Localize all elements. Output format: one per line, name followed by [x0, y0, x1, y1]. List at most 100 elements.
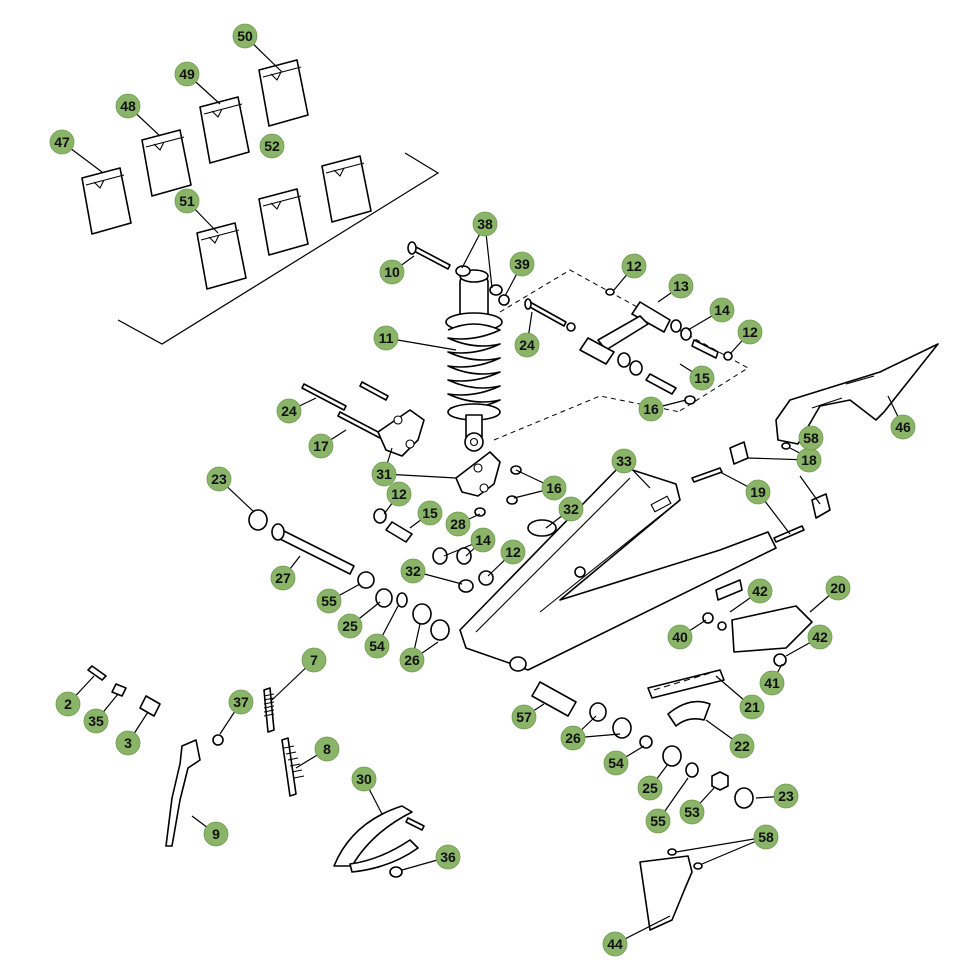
callout-41[interactable]: 41 — [759, 670, 785, 696]
callout-badge-circle[interactable] — [55, 691, 81, 717]
callout-badge-circle[interactable] — [558, 496, 584, 522]
callout-badge-circle[interactable] — [400, 558, 426, 584]
callout-12[interactable]: 12 — [500, 539, 526, 565]
callout-49[interactable]: 49 — [174, 61, 200, 87]
callout-badge-circle[interactable] — [753, 824, 779, 850]
callout-11[interactable]: 11 — [373, 325, 399, 351]
callout-44[interactable]: 44 — [602, 931, 628, 957]
callout-badge-circle[interactable] — [890, 414, 916, 440]
callout-16[interactable]: 16 — [541, 475, 567, 501]
callout-58[interactable]: 58 — [798, 425, 824, 451]
callout-23[interactable]: 23 — [206, 466, 232, 492]
callout-badge-circle[interactable] — [514, 332, 540, 358]
callout-10[interactable]: 10 — [379, 259, 405, 285]
callout-badge-circle[interactable] — [679, 799, 705, 825]
callout-28[interactable]: 28 — [445, 511, 471, 537]
callout-32[interactable]: 32 — [558, 496, 584, 522]
callout-21[interactable]: 21 — [739, 694, 765, 720]
callout-53[interactable]: 53 — [679, 799, 705, 825]
callout-badge-circle[interactable] — [445, 511, 471, 537]
callout-57[interactable]: 57 — [511, 704, 537, 730]
callout-35[interactable]: 35 — [83, 708, 109, 734]
callout-badge-circle[interactable] — [667, 624, 693, 650]
callout-badge-circle[interactable] — [386, 481, 412, 507]
callout-27[interactable]: 27 — [270, 565, 296, 591]
callout-30[interactable]: 30 — [351, 766, 377, 792]
callout-9[interactable]: 9 — [203, 821, 229, 847]
callout-badge-circle[interactable] — [645, 808, 671, 834]
callout-16[interactable]: 16 — [638, 396, 664, 422]
callout-47[interactable]: 47 — [49, 129, 75, 155]
callout-badge-circle[interactable] — [379, 259, 405, 285]
callout-37[interactable]: 37 — [228, 689, 254, 715]
callout-13[interactable]: 13 — [668, 273, 694, 299]
callout-58[interactable]: 58 — [753, 824, 779, 850]
callout-badge-circle[interactable] — [115, 730, 141, 756]
callout-badge-circle[interactable] — [316, 588, 342, 614]
callout-25[interactable]: 25 — [637, 775, 663, 801]
callout-badge-circle[interactable] — [49, 129, 75, 155]
callout-54[interactable]: 54 — [364, 633, 390, 659]
callout-52[interactable]: 52 — [259, 133, 285, 159]
callout-badge-circle[interactable] — [602, 931, 628, 957]
callout-7[interactable]: 7 — [301, 647, 327, 673]
callout-8[interactable]: 8 — [314, 736, 340, 762]
callout-26[interactable]: 26 — [560, 725, 586, 751]
callout-badge-circle[interactable] — [621, 253, 647, 279]
callout-badge-circle[interactable] — [206, 466, 232, 492]
callout-42[interactable]: 42 — [747, 578, 773, 604]
callout-badge-circle[interactable] — [511, 704, 537, 730]
callout-15[interactable]: 15 — [689, 365, 715, 391]
callout-badge-circle[interactable] — [709, 297, 735, 323]
callout-badge-circle[interactable] — [500, 539, 526, 565]
callout-badge-circle[interactable] — [270, 565, 296, 591]
callout-badge-circle[interactable] — [747, 578, 773, 604]
callout-badge-circle[interactable] — [314, 736, 340, 762]
callout-badge-circle[interactable] — [739, 694, 765, 720]
callout-14[interactable]: 14 — [470, 527, 496, 553]
callout-badge-circle[interactable] — [745, 479, 771, 505]
callout-badge-circle[interactable] — [737, 319, 763, 345]
callout-36[interactable]: 36 — [435, 844, 461, 870]
callout-20[interactable]: 20 — [825, 575, 851, 601]
callout-badge-circle[interactable] — [364, 633, 390, 659]
callout-badge-circle[interactable] — [637, 775, 663, 801]
callout-badge-circle[interactable] — [603, 750, 629, 776]
callout-38[interactable]: 38 — [472, 211, 498, 237]
callout-18[interactable]: 18 — [796, 447, 822, 473]
callout-17[interactable]: 17 — [308, 433, 334, 459]
callout-badge-circle[interactable] — [276, 398, 302, 424]
callout-badge-circle[interactable] — [373, 325, 399, 351]
callout-badge-circle[interactable] — [807, 624, 833, 650]
callout-badge-circle[interactable] — [417, 500, 443, 526]
callout-33[interactable]: 33 — [611, 448, 637, 474]
callout-badge-circle[interactable] — [611, 448, 637, 474]
callout-badge-circle[interactable] — [115, 93, 141, 119]
callout-55[interactable]: 55 — [645, 808, 671, 834]
callout-badge-circle[interactable] — [729, 733, 755, 759]
callout-24[interactable]: 24 — [514, 332, 540, 358]
callout-badge-circle[interactable] — [825, 575, 851, 601]
callout-14[interactable]: 14 — [709, 297, 735, 323]
callout-badge-circle[interactable] — [759, 670, 785, 696]
callout-19[interactable]: 19 — [745, 479, 771, 505]
callout-badge-circle[interactable] — [301, 647, 327, 673]
callout-badge-circle[interactable] — [308, 433, 334, 459]
callout-badge-circle[interactable] — [232, 23, 258, 49]
callout-badge-circle[interactable] — [798, 425, 824, 451]
callout-badge-circle[interactable] — [203, 821, 229, 847]
callout-12[interactable]: 12 — [386, 481, 412, 507]
callout-46[interactable]: 46 — [890, 414, 916, 440]
callout-26[interactable]: 26 — [399, 647, 425, 673]
callout-3[interactable]: 3 — [115, 730, 141, 756]
callout-badge-circle[interactable] — [689, 365, 715, 391]
callout-12[interactable]: 12 — [737, 319, 763, 345]
callout-12[interactable]: 12 — [621, 253, 647, 279]
callout-badge-circle[interactable] — [337, 613, 363, 639]
callout-31[interactable]: 31 — [371, 461, 397, 487]
callout-badge-circle[interactable] — [472, 211, 498, 237]
callout-badge-circle[interactable] — [470, 527, 496, 553]
callout-badge-circle[interactable] — [83, 708, 109, 734]
callout-32[interactable]: 32 — [400, 558, 426, 584]
callout-42[interactable]: 42 — [807, 624, 833, 650]
